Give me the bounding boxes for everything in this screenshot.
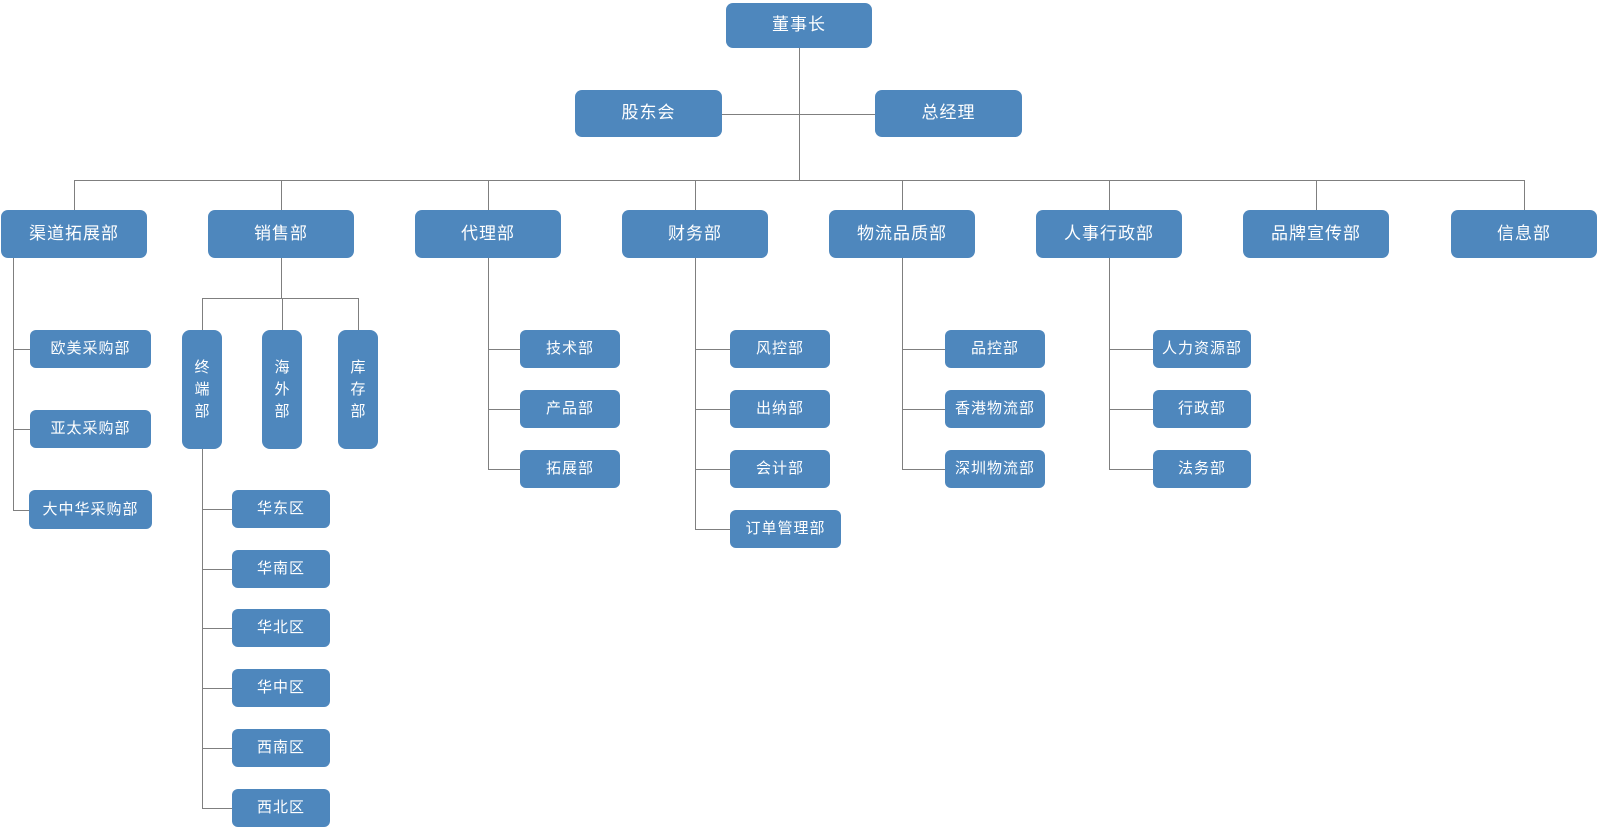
org-node-purchase-eu-us: 欧美采购部 (30, 330, 151, 368)
connector-line (488, 180, 489, 210)
connector-line (695, 258, 696, 529)
connector-line (695, 349, 730, 350)
org-node-purchase-gc: 大中华采购部 (29, 490, 152, 529)
connector-line (902, 409, 945, 410)
org-node-central-china: 华中区 (232, 669, 330, 707)
connector-line (13, 510, 29, 511)
org-node-order-mgmt: 订单管理部 (730, 510, 841, 548)
connector-line (722, 114, 875, 115)
org-node-overseas: 海 外 部 (262, 330, 302, 449)
org-node-finance: 财务部 (622, 210, 768, 258)
org-node-legal: 法务部 (1153, 450, 1251, 488)
connector-line (358, 298, 359, 330)
org-node-logistics: 物流品质部 (829, 210, 975, 258)
connector-line (13, 349, 30, 350)
connector-line (902, 349, 945, 350)
connector-line (488, 349, 520, 350)
org-node-admin: 行政部 (1153, 390, 1251, 428)
org-node-hk-logistics: 香港物流部 (945, 390, 1045, 428)
connector-line (202, 298, 358, 299)
org-node-hr: 人事行政部 (1036, 210, 1182, 258)
connector-line (695, 409, 730, 410)
org-node-brand: 品牌宣传部 (1243, 210, 1389, 258)
org-node-product: 产品部 (520, 390, 620, 428)
connector-line (281, 258, 282, 298)
org-node-southwest: 西南区 (232, 729, 330, 767)
connector-line (202, 628, 232, 629)
connector-line (1109, 469, 1153, 470)
connector-line (1109, 180, 1110, 210)
connector-line (202, 808, 232, 809)
org-node-purchase-ap: 亚太采购部 (30, 410, 151, 448)
org-node-expansion: 拓展部 (520, 450, 620, 488)
org-node-sales: 销售部 (208, 210, 354, 258)
org-node-chairman: 董事长 (726, 3, 872, 48)
connector-line (695, 469, 730, 470)
org-node-channel: 渠道拓展部 (1, 210, 147, 258)
connector-line (1109, 409, 1153, 410)
connector-line (1524, 180, 1525, 210)
org-node-agency: 代理部 (415, 210, 561, 258)
org-node-inventory: 库 存 部 (338, 330, 378, 449)
org-node-north-china: 华北区 (232, 609, 330, 647)
connector-line (202, 509, 232, 510)
org-node-info: 信息部 (1451, 210, 1597, 258)
org-node-cashier: 出纳部 (730, 390, 830, 428)
org-node-gm: 总经理 (875, 90, 1022, 137)
connector-line (902, 469, 945, 470)
org-node-tech: 技术部 (520, 330, 620, 368)
org-node-south-china: 华南区 (232, 550, 330, 588)
org-node-risk: 风控部 (730, 330, 830, 368)
connector-line (488, 409, 520, 410)
connector-line (202, 688, 232, 689)
connector-line (282, 298, 283, 330)
org-node-east-china: 华东区 (232, 490, 330, 528)
connector-line (902, 180, 903, 210)
connector-line (1109, 349, 1153, 350)
connector-line (902, 258, 903, 469)
org-node-human-resources: 人力资源部 (1153, 330, 1251, 368)
connector-line (1109, 258, 1110, 469)
connector-line (488, 469, 520, 470)
org-node-accounting: 会计部 (730, 450, 830, 488)
connector-line (13, 258, 14, 510)
connector-line (74, 180, 75, 210)
connector-line (281, 180, 282, 210)
org-node-terminal: 终 端 部 (182, 330, 222, 449)
connector-line (74, 180, 1524, 181)
org-node-shareholders: 股东会 (575, 90, 722, 137)
org-node-sz-logistics: 深圳物流部 (945, 450, 1045, 488)
connector-line (488, 258, 489, 469)
connector-line (695, 180, 696, 210)
connector-line (695, 529, 730, 530)
connector-line (202, 569, 232, 570)
org-node-qc: 品控部 (945, 330, 1045, 368)
org-node-northwest: 西北区 (232, 789, 330, 827)
connector-line (13, 429, 30, 430)
connector-line (202, 298, 203, 330)
connector-line (1316, 180, 1317, 210)
connector-line (202, 748, 232, 749)
